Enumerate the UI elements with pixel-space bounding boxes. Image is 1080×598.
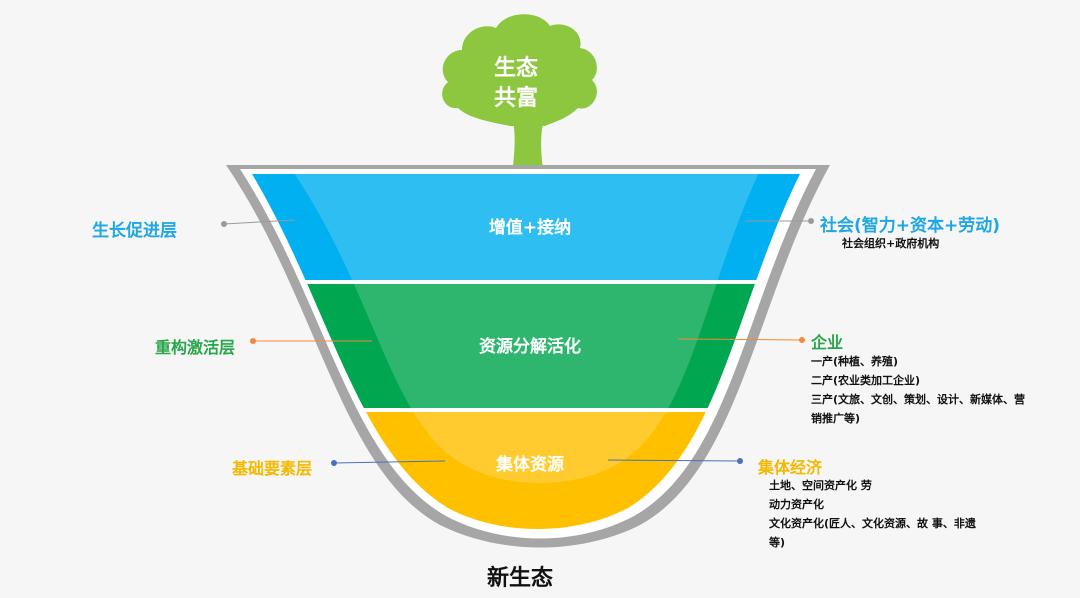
detail-line: 一产(种植、养殖) xyxy=(811,355,899,368)
bottom-label: 新生态 xyxy=(487,566,554,591)
tree-text-line2: 共富 xyxy=(494,86,539,111)
tree-icon xyxy=(442,14,597,175)
layer-right-details-top: 社会组织+政府机构 xyxy=(842,234,939,253)
leader-line-right-2 xyxy=(677,337,805,343)
detail-line: 三产(文旅、文创、策划、设计、新媒体、营 xyxy=(811,393,1026,406)
layer-left-label-top: 生长促进层 xyxy=(92,221,177,241)
leader-line-right-1 xyxy=(745,218,814,224)
detail-line: 文化资产化(匠人、文化资源、故 事、非遗 xyxy=(769,517,976,530)
detail-line: 社会组织+政府机构 xyxy=(842,237,940,250)
leader-line-right-3 xyxy=(607,458,743,464)
layer-right-title-bottom: 集体经济 xyxy=(758,458,823,477)
detail-line: 二产(农业类加工企业) xyxy=(811,374,921,387)
layer-right-title-top: 社会(智力+资本+劳动) xyxy=(820,216,1001,236)
layer-center-label-middle: 资源分解活化 xyxy=(479,337,581,357)
detail-line: 等) xyxy=(769,536,786,549)
layer-right-title-middle: 企业 xyxy=(811,333,844,352)
detail-line: 动力资产化 xyxy=(769,498,824,511)
leader-line-left-1 xyxy=(221,219,296,227)
layer-left-label-middle: 重构激活层 xyxy=(155,338,236,357)
layer-center-label-top: 增值+接纳 xyxy=(488,218,572,238)
layer-left-label-bottom: 基础要素层 xyxy=(232,459,313,478)
layer-band-top xyxy=(252,174,800,280)
layer-right-details-middle: 一产(种植、养殖) 二产(农业类加工企业) 三产(文旅、文创、策划、设计、新媒体… xyxy=(811,352,1025,428)
leader-line-left-2 xyxy=(250,338,372,344)
detail-line: 土地、空间资产化 劳 xyxy=(769,479,872,492)
leader-line-left-3 xyxy=(331,460,446,466)
layer-center-label-bottom: 集体资源 xyxy=(496,455,564,475)
tree-text-line1: 生态 xyxy=(494,56,539,81)
detail-line: 销推广等) xyxy=(811,412,861,425)
layer-right-details-bottom: 土地、空间资产化 劳 动力资产化 文化资产化(匠人、文化资源、故 事、非遗 等) xyxy=(769,476,976,552)
